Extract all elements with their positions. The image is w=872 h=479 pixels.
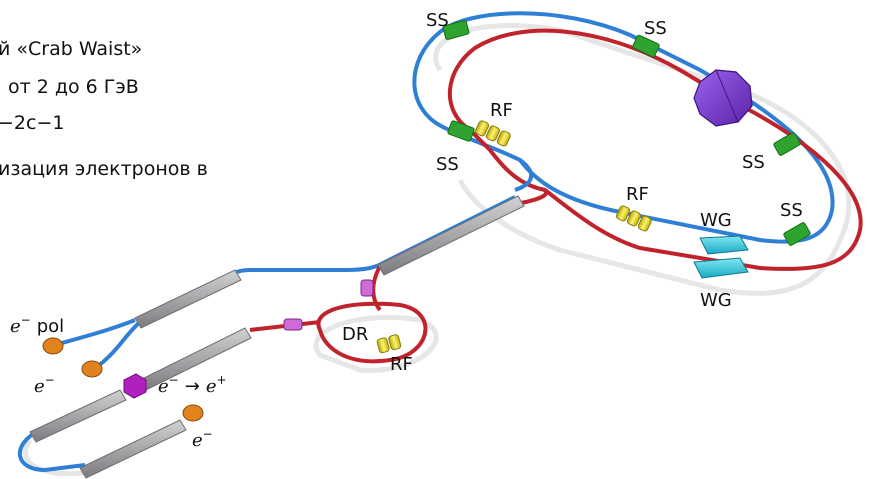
label-ss-3: SS [436,154,459,175]
pol-injector-blue [54,318,142,370]
linac-section-middle [134,269,242,329]
bottom-uturn-blue [18,428,86,473]
kicker-upper [360,279,374,297]
label-e-pol: e−pol [10,313,64,337]
label-ss-1: SS [426,10,449,31]
linac-section-upper [377,195,525,276]
text-line-crab-waist: й «Crab Waist» [0,38,143,60]
label-rf-ring-bottom: RF [626,184,649,205]
label-wg-lower: WG [700,290,732,311]
label-conversion: e−→e+ [158,373,227,397]
label-e-minus-left: e− [34,373,55,397]
ss-block-5 [783,222,811,246]
damping-ring-red [316,301,428,364]
main-transfer-blue [223,195,516,284]
text-line-polarization: изация электронов в [0,158,208,180]
linac-section-lower-left [29,389,127,443]
kicker-lower [283,318,303,331]
label-dr: DR [342,324,368,345]
source-electron [81,360,103,378]
label-ss-2: SS [644,18,667,39]
label-ss-5: SS [780,200,803,221]
rf-cavity-ring-bottom [616,205,652,232]
label-ss-4: SS [742,152,765,173]
label-rf-ring-top: RF [490,100,513,121]
rf-cavity-dr [376,334,402,354]
ss-block-1 [442,20,470,40]
text-line-energy: от 2 до 6 ГэВ [8,76,139,98]
ss-sections [442,20,811,246]
wigglers [693,235,749,279]
source-electron-lower [182,404,204,422]
label-e-minus-bottom: e− [192,427,213,451]
ss-block-3 [447,120,475,142]
ss-block-4 [773,132,801,156]
rf-cavities [376,120,652,354]
collider-ring-blue [412,11,835,244]
text-line-luminosity-unit: −2с−1 [0,112,65,134]
transfer-line-blue-to-ring [514,158,534,192]
detector [693,69,753,127]
rf-cavity-ring-top [475,120,511,147]
linac-section-bottom [79,419,187,479]
ss-block-2 [632,34,660,58]
sources [42,337,204,422]
wiggler-lower [693,257,749,279]
source-pol-electron [42,337,64,355]
label-rf-dr: RF [390,354,413,375]
linac-sections [29,195,525,479]
wiggler-upper [699,235,749,255]
converter [123,373,147,399]
label-wg-upper: WG [700,210,732,231]
